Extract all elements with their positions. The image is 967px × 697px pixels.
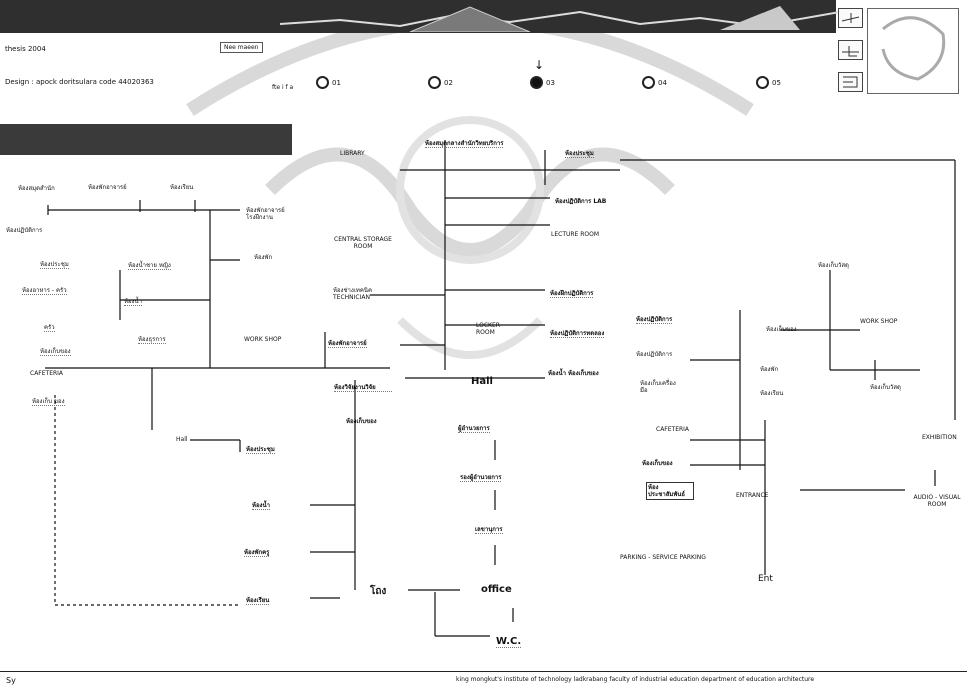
right-r1: ห้องปฏิบัติการ <box>636 316 672 324</box>
left-col-a-0: ห้องประชุม <box>40 261 69 269</box>
center-hall: Hall <box>471 376 493 387</box>
left-ctr-1: ห้องปฏิบัติการ <box>6 227 42 234</box>
right-r5: ห้องพัก <box>760 366 778 373</box>
left-top-2: ห้องพักอาจารย์ <box>88 184 127 191</box>
center-teachers: ห้องพักอาจารย์ <box>328 340 367 348</box>
center-director: ผู้อำนวยการ <box>458 425 490 433</box>
right-r6: ห้องเรียน <box>760 390 804 397</box>
left-col-a-3: ห้องเก็บของ <box>40 348 71 356</box>
left-cafeteria: CAFETERIA <box>30 370 63 377</box>
center-left-room-1: ห้องพักครู <box>244 549 269 557</box>
left-cafe-sub: ห้องเก็บ ของ <box>32 398 65 406</box>
center-left-room-0: ห้องน้ำ <box>252 502 270 510</box>
right-entrance: ENTRANCE <box>736 492 768 499</box>
left-col-a-1: ห้องอาหาร - ครัว <box>22 287 67 295</box>
right-r8: ห้องประชาสัมพันธ์ <box>646 482 694 500</box>
left-top-3: ห้องเรียน <box>170 184 193 191</box>
center-technician: ห้องช่างเทคนิค TECHNICIAN <box>333 287 381 301</box>
left-top-1: ห้องสมุดสำนัก <box>18 185 55 192</box>
left-col-b-1: ห้องน้ำ <box>124 298 142 306</box>
left-meeting: ห้องประชุม <box>246 446 275 454</box>
center-lecture: LECTURE ROOM <box>551 231 599 238</box>
left-col-b-2: ห้องธุรการ <box>138 336 166 344</box>
center-lab: ห้องปฏิบัติการ LAB <box>555 198 606 205</box>
left-work-shop: WORK SHOP <box>244 336 281 343</box>
center-lab2: ห้องปฏิบัติการทดลอง <box>550 330 604 338</box>
footer-right: king mongkut's institute of technology l… <box>456 676 814 683</box>
right-cafeteria: CAFETERIA <box>656 426 689 433</box>
center-locker: LOCKER ROOM <box>476 322 500 336</box>
footer-left: Sy <box>6 676 16 685</box>
center-left-sub: ห้องเก็บของ <box>346 418 377 425</box>
center-practice: ห้องฝึกปฏิบัติการ <box>550 290 593 298</box>
right-r2: ห้องเก็บของ <box>766 326 797 333</box>
right-ent: Ent <box>758 574 773 584</box>
right-work-sub: ห้องเก็บวัสดุ <box>870 384 901 391</box>
right-parking: PARKING - SERVICE PARKING <box>620 554 706 561</box>
center-top: ห้องสมุดกลางสำนักวิทยบริการ <box>425 140 503 148</box>
right-r7: ห้องเก็บของ <box>642 460 673 467</box>
center-research: ห้องวิจัยงานวิจัย <box>334 384 392 392</box>
center-office: office <box>481 584 512 595</box>
right-store: ห้องเก็บวัสดุ <box>818 262 849 269</box>
center-library: LIBRARY <box>340 150 365 157</box>
center-secretary: เลขานุการ <box>475 526 503 534</box>
left-hall: Hall <box>176 436 188 443</box>
center-toilet: โถง <box>370 584 386 599</box>
center-corridor: ห้องน้ำ ห้องเก็บของ <box>548 370 618 377</box>
left-mid-label: ห้องพัก <box>254 254 272 261</box>
center-wc: W.C. <box>496 636 521 648</box>
footer-divider <box>0 671 967 672</box>
left-col-a-2: ครัว <box>44 324 55 332</box>
center-central-storage: CENTRAL STORAGE ROOM <box>328 236 398 250</box>
right-exhibition: EXHIBITION <box>922 434 957 441</box>
left-col-b-0: ห้องน้ำชาย หญิง <box>128 262 171 270</box>
right-r3: ห้องปฏิบัติการ <box>636 351 672 358</box>
center-left-room-2: ห้องเรียน <box>246 597 269 605</box>
right-r4: ห้องเก็บเครื่องมือ <box>640 380 680 394</box>
left-right-label: ห้องพักอาจารย์ โรงฝึกงาน <box>246 207 294 221</box>
center-deputy: รองผู้อำนวยการ <box>460 474 501 482</box>
right-work-shop: WORK SHOP <box>860 318 897 325</box>
center-top-right: ห้องประชุม <box>565 150 594 158</box>
right-av: AUDIO - VISUAL ROOM <box>912 494 962 508</box>
